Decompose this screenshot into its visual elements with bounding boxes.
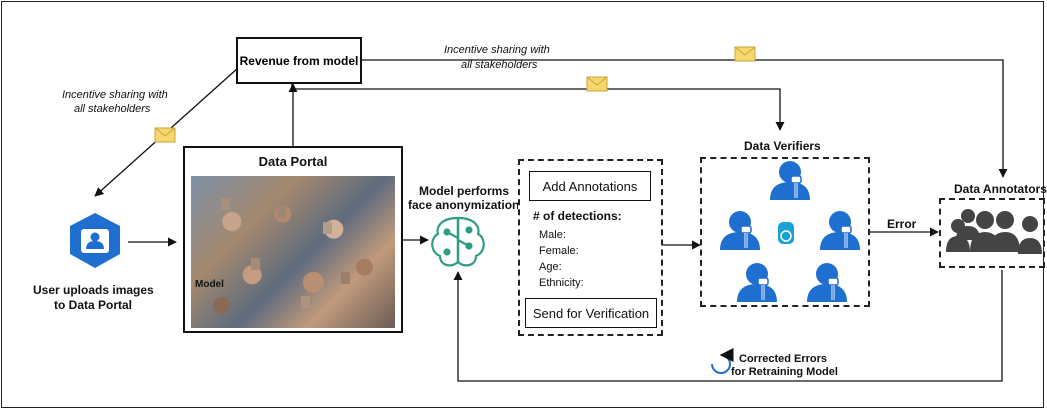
feedback-label-line1: Corrected Errors: [739, 353, 828, 365]
add-annotations-button[interactable]: Add Annotations: [529, 171, 651, 201]
revenue-label: Revenue from model: [239, 53, 359, 68]
annotators-title: Data Annotators: [954, 182, 1047, 196]
annotation-panel: Add Annotations # of detections: Male: F…: [518, 159, 663, 336]
field-female: Female:: [539, 245, 579, 257]
incentive-left-line2: all stakeholders: [74, 103, 151, 115]
detections-heading: # of detections:: [533, 209, 622, 223]
incentive-top-line2: all stakeholders: [461, 59, 538, 71]
data-portal-title: Data Portal: [258, 154, 328, 169]
field-age: Age:: [539, 261, 562, 273]
incentive-top-line1: Incentive sharing with: [444, 44, 550, 56]
error-label: Error: [887, 217, 917, 231]
brain-model-icon: [431, 216, 485, 267]
field-male: Male:: [539, 229, 566, 241]
field-ethnicity: Ethnicity:: [539, 277, 584, 289]
data-portal-box: Data Portal Model: [183, 146, 403, 333]
database-sync-icon: [778, 222, 794, 244]
verifiers-box: [700, 157, 870, 307]
user-label-line1: User uploads images: [33, 283, 154, 297]
user-upload-icon: [70, 213, 120, 268]
incentive-left-line1: Incentive sharing with: [62, 89, 168, 101]
feedback-label-line2: for Retraining Model: [731, 366, 838, 378]
annotators-group-icon: [946, 209, 1042, 254]
refresh-icon: [711, 348, 734, 374]
model-label-line1: Model performs: [419, 184, 510, 198]
annotators-box: [939, 198, 1045, 268]
crowd-photo: Model: [191, 176, 395, 328]
send-for-verification-button[interactable]: Send for Verification: [525, 298, 657, 328]
user-label-line2: to Data Portal: [54, 298, 133, 312]
connectors: [94, 59, 1008, 382]
revenue-box: Revenue from model: [236, 37, 362, 84]
model-label-line2: face anonymization: [408, 198, 520, 212]
verifiers-title: Data Verifiers: [744, 139, 821, 153]
photo-overlay-label: Model: [195, 279, 224, 290]
